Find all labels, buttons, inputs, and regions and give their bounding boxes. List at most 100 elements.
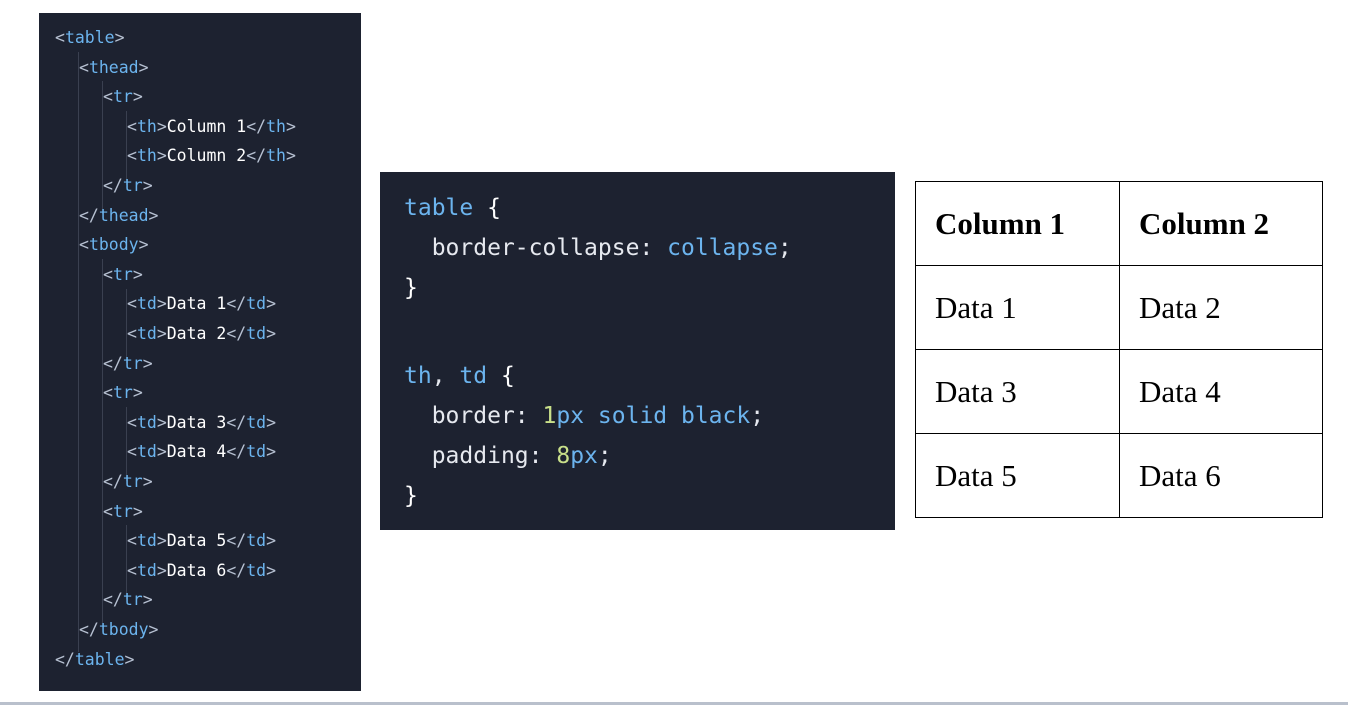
css-comma: , <box>431 363 460 389</box>
code-punct: > <box>142 176 153 195</box>
code-punct: < <box>103 87 113 107</box>
code-tag: td <box>136 560 157 580</box>
html-code-line: </tr> <box>103 349 153 379</box>
code-punct: < <box>79 235 89 255</box>
html-code-line: <td>Data 5</td> <box>127 526 276 556</box>
code-tag: thead <box>98 205 149 225</box>
code-punct: > <box>142 353 153 373</box>
indent-guide <box>102 81 103 214</box>
css-line: } <box>404 268 418 308</box>
indent-guide <box>78 52 79 652</box>
css-colon: : <box>528 443 557 469</box>
bottom-divider <box>0 702 1348 705</box>
code-tag: tr <box>122 353 143 373</box>
table-row: Data 1 Data 2 <box>915 265 1323 350</box>
code-tag: tbody <box>98 620 149 639</box>
css-selector: table <box>404 195 474 221</box>
indent-guide <box>126 525 127 599</box>
code-punct: < <box>127 146 137 166</box>
code-punct: > <box>266 412 277 432</box>
code-punct: < <box>127 294 137 314</box>
html-code-line: </thead> <box>79 201 158 231</box>
css-number: 1 <box>542 403 557 429</box>
code-punct: > <box>124 649 135 669</box>
indent-guide <box>126 407 127 481</box>
css-value: collapse <box>667 235 778 261</box>
html-code-line: </tbody> <box>79 615 158 645</box>
code-punct: > <box>266 294 277 314</box>
html-code-line: </tr> <box>103 171 153 201</box>
css-line: border: 1px solid black; <box>404 396 764 436</box>
table-cell: Data 2 <box>1119 265 1323 350</box>
code-punct: </ <box>103 590 123 610</box>
code-tag: td <box>246 294 267 314</box>
code-tag: tr <box>122 590 143 610</box>
code-punct: < <box>127 116 137 136</box>
code-tag: td <box>136 531 157 551</box>
code-text: Data 1 <box>166 294 227 314</box>
css-colon: : <box>514 403 543 429</box>
css-line: padding: 8px; <box>404 436 612 476</box>
code-punct: < <box>55 28 65 47</box>
code-punct: < <box>127 442 137 462</box>
code-tag: td <box>246 531 267 551</box>
code-punct: < <box>103 264 113 284</box>
code-tag: table <box>74 649 125 669</box>
code-punct: </ <box>79 205 99 225</box>
rendered-table: Column 1 Column 2 Data 1 Data 2 Data 3 D… <box>915 181 1323 518</box>
code-punct: > <box>266 531 277 551</box>
code-punct: > <box>156 412 167 432</box>
html-code-line: <tr> <box>103 378 143 408</box>
table-row: Data 5 Data 6 <box>915 433 1323 518</box>
code-text: Column 1 <box>166 116 247 136</box>
code-punct: > <box>114 28 125 47</box>
code-punct: > <box>142 472 153 491</box>
html-code-line: <td>Data 3</td> <box>127 408 276 438</box>
table-header-row: Column 1 Column 2 <box>915 181 1323 266</box>
code-punct: > <box>138 57 149 77</box>
code-text: Column 2 <box>166 146 247 166</box>
code-punct: </ <box>103 353 123 373</box>
table-header-cell: Column 2 <box>1119 181 1323 266</box>
code-punct: > <box>285 116 296 136</box>
html-code-line: <td>Data 6</td> <box>127 556 276 586</box>
code-tag: tr <box>122 472 143 491</box>
code-punct: > <box>138 235 149 255</box>
css-brace: { <box>473 195 501 221</box>
code-punct: < <box>127 412 137 432</box>
code-punct: > <box>142 590 153 610</box>
css-colon: : <box>639 235 668 261</box>
code-tag: td <box>246 442 267 462</box>
code-punct: </ <box>246 146 267 166</box>
css-line: border-collapse: collapse; <box>404 228 792 268</box>
code-tag: td <box>246 412 267 432</box>
code-punct: > <box>148 620 159 639</box>
code-punct: > <box>132 383 143 403</box>
css-value: solid black <box>584 403 751 429</box>
css-semicolon: ; <box>597 443 612 469</box>
table-cell: Data 5 <box>915 433 1120 518</box>
code-punct: < <box>127 531 137 551</box>
css-unit: px <box>570 443 598 469</box>
code-punct: < <box>103 383 113 403</box>
indent-guide <box>126 289 127 363</box>
code-punct: </ <box>246 116 267 136</box>
css-semicolon: ; <box>750 403 765 429</box>
code-tag: td <box>136 412 157 432</box>
code-tag: th <box>136 116 157 136</box>
code-punct: > <box>266 324 277 343</box>
indent-guide <box>126 111 127 185</box>
table-cell: Data 3 <box>915 349 1120 434</box>
code-punct: </ <box>226 412 247 432</box>
code-tag: td <box>246 560 267 580</box>
code-punct: </ <box>79 620 99 639</box>
html-code-line: </table> <box>55 645 134 675</box>
table-cell: Data 1 <box>915 265 1120 350</box>
code-punct: > <box>132 264 143 284</box>
code-punct: < <box>79 57 89 77</box>
code-punct: > <box>156 560 167 580</box>
code-punct: > <box>156 324 167 343</box>
css-number: 8 <box>556 443 571 469</box>
css-property: padding <box>431 443 529 469</box>
html-code-line: <td>Data 2</td> <box>127 319 276 349</box>
